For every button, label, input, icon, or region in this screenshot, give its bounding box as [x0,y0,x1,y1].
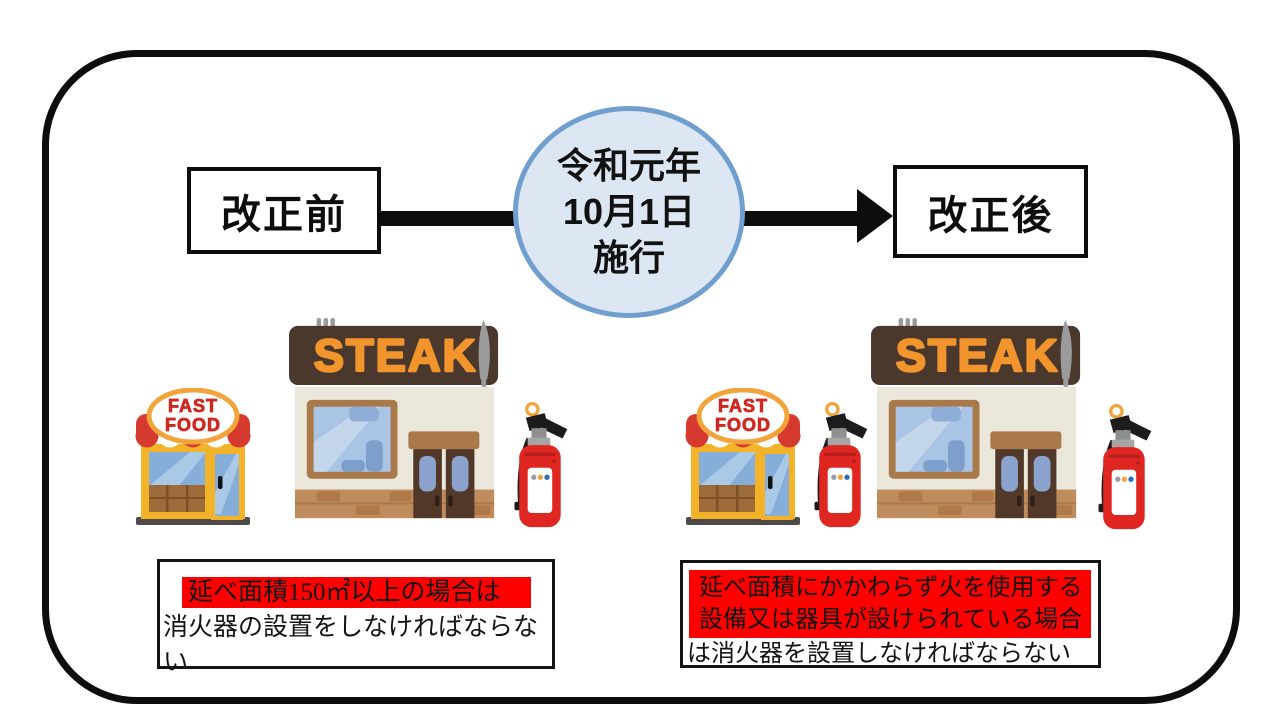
before-fastfood-shop-illustration [128,388,258,528]
after-rule-highlight-block: 延べ面積にかかわらず火を使用する 設備又は器具が設けられている場合 [689,570,1091,638]
before-rule-highlight-text: 延べ面積150㎡以上の場合は [182,577,531,608]
after-fastfood-shop-illustration [678,388,808,528]
enforcement-date-line1: 令和元年 [556,145,701,186]
outer-rounded-frame [42,50,1240,704]
after-rule-rest-line: は消火器を設置しなければならない [687,641,1071,667]
before-rule-rest-line: 消火器の設置をしなければならない [163,614,539,676]
after-rule-highlight-line2: 設備又は器具が設けられている場合 [699,607,1083,633]
after-fastfood-fire-extinguisher-icon [806,396,872,532]
after-rule-highlight-line1: 延べ面積にかかわらず火を使用する [699,575,1083,601]
after-rule-note: 延べ面積にかかわらず火を使用する 設備又は器具が設けられている場合 は消火器を設… [680,560,1101,668]
after-revision-label: 改正後 [927,193,1054,238]
after-steak-fire-extinguisher-icon [1090,398,1156,534]
after-revision-box: 改正後 [893,165,1088,258]
before-rule-note: 延べ面積150㎡以上の場合は 消火器の設置をしなければならない [157,559,555,676]
enforcement-date-circle: 令和元年 10月1日 施行 [513,106,745,318]
before-revision-label: 改正前 [221,192,347,237]
before-revision-box: 改正前 [187,167,381,254]
before-fire-extinguisher-icon [506,396,572,532]
before-rule-highlight-line: 延べ面積150㎡以上の場合は [160,575,552,610]
enforcement-date-line2: 10月1日 [562,191,696,232]
after-steak-restaurant-illustration [868,316,1092,528]
before-steak-restaurant-illustration [286,316,510,528]
enforcement-date-line3: 施行 [592,237,665,278]
